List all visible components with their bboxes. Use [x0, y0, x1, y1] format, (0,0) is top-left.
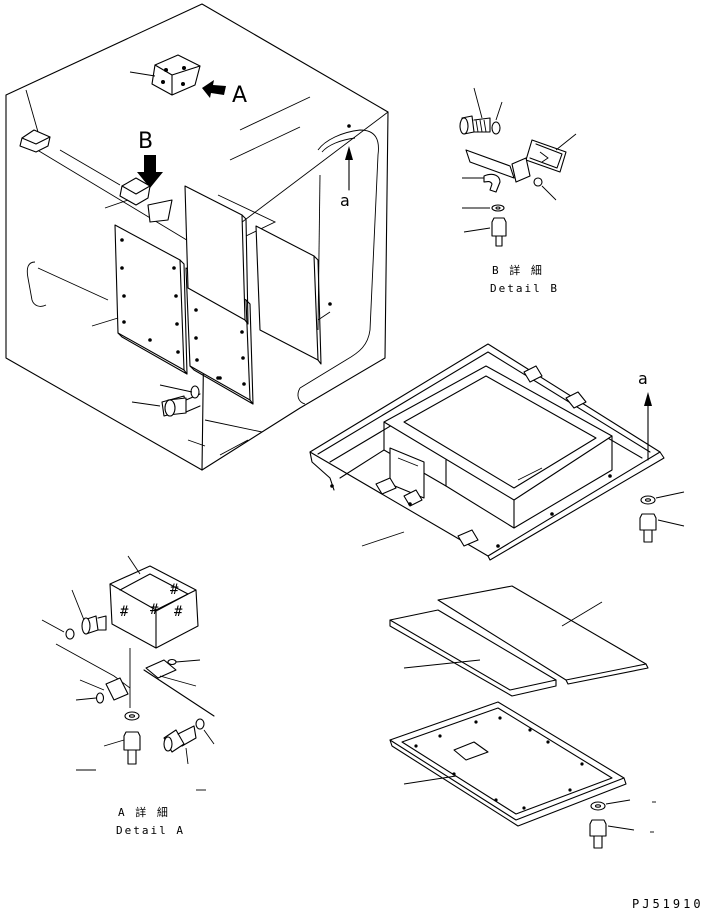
detail-a-caption-jp: A 詳 細: [118, 805, 170, 819]
ref-a-label-top: a: [340, 191, 350, 210]
floor-tray: [389, 701, 627, 827]
cab-bolt: [131, 376, 220, 417]
svg-text:#: #: [150, 602, 159, 618]
ref-a-arrow-floor: a: [638, 369, 685, 543]
view-a-label: A: [232, 83, 247, 108]
cab-clip-left: [19, 89, 51, 153]
svg-text:#: #: [170, 582, 179, 598]
floor-mat-lower: [389, 609, 557, 697]
detail-b-caption-jp: B 詳 細: [492, 263, 544, 277]
tray-bolt: [589, 799, 656, 849]
view-a-arrow: A: [202, 80, 247, 108]
floor-frame: [309, 343, 665, 561]
view-b-label: B: [138, 129, 153, 154]
drawing-code: PJ51910: [632, 897, 704, 911]
detail-b-caption-en: Detail B: [490, 282, 559, 295]
view-b-arrow: B: [137, 129, 163, 188]
ref-a-arrow-top: a: [340, 146, 353, 210]
detail-a-caption-en: Detail A: [116, 824, 185, 837]
detail-b: B 詳 細 Detail B: [459, 87, 577, 295]
mat-panel-right: [255, 225, 331, 365]
svg-text:#: #: [120, 604, 129, 620]
cab-clip-right: [104, 177, 173, 223]
roof-bracket: [129, 54, 201, 96]
detail-a: # # # #: [41, 555, 215, 837]
ref-a-label-floor: a: [638, 369, 648, 388]
floor-mat-upper: [437, 585, 649, 685]
mat-panel-back: [184, 185, 277, 325]
mat-panel-left: [91, 224, 188, 375]
svg-text:#: #: [174, 604, 183, 620]
